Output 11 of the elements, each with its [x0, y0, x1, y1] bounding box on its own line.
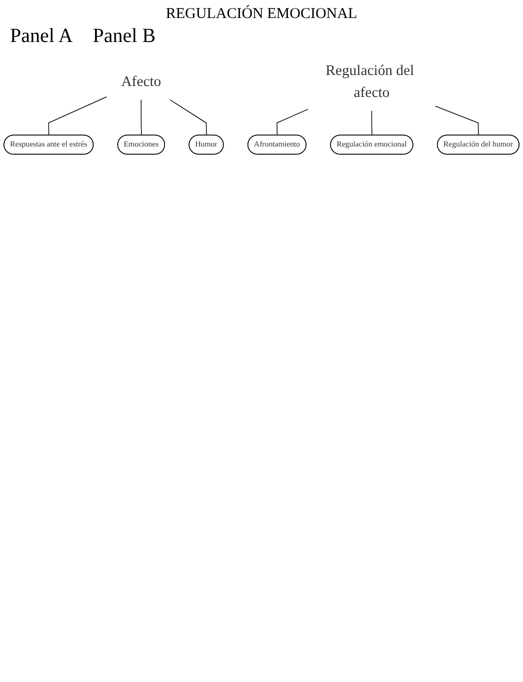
connector	[48, 96, 107, 136]
connector	[140, 99, 142, 136]
connector	[371, 110, 372, 136]
panel-label: Panel A	[10, 25, 73, 47]
node-text: Regulación del afecto	[326, 62, 414, 100]
node-text: Afecto	[121, 73, 162, 90]
panel-label: Panel B	[92, 25, 156, 47]
connector	[434, 106, 479, 136]
diagram-title: REGULACIÓN EMOCIONAL	[164, 6, 358, 23]
connector	[276, 108, 308, 136]
connector	[170, 99, 207, 136]
